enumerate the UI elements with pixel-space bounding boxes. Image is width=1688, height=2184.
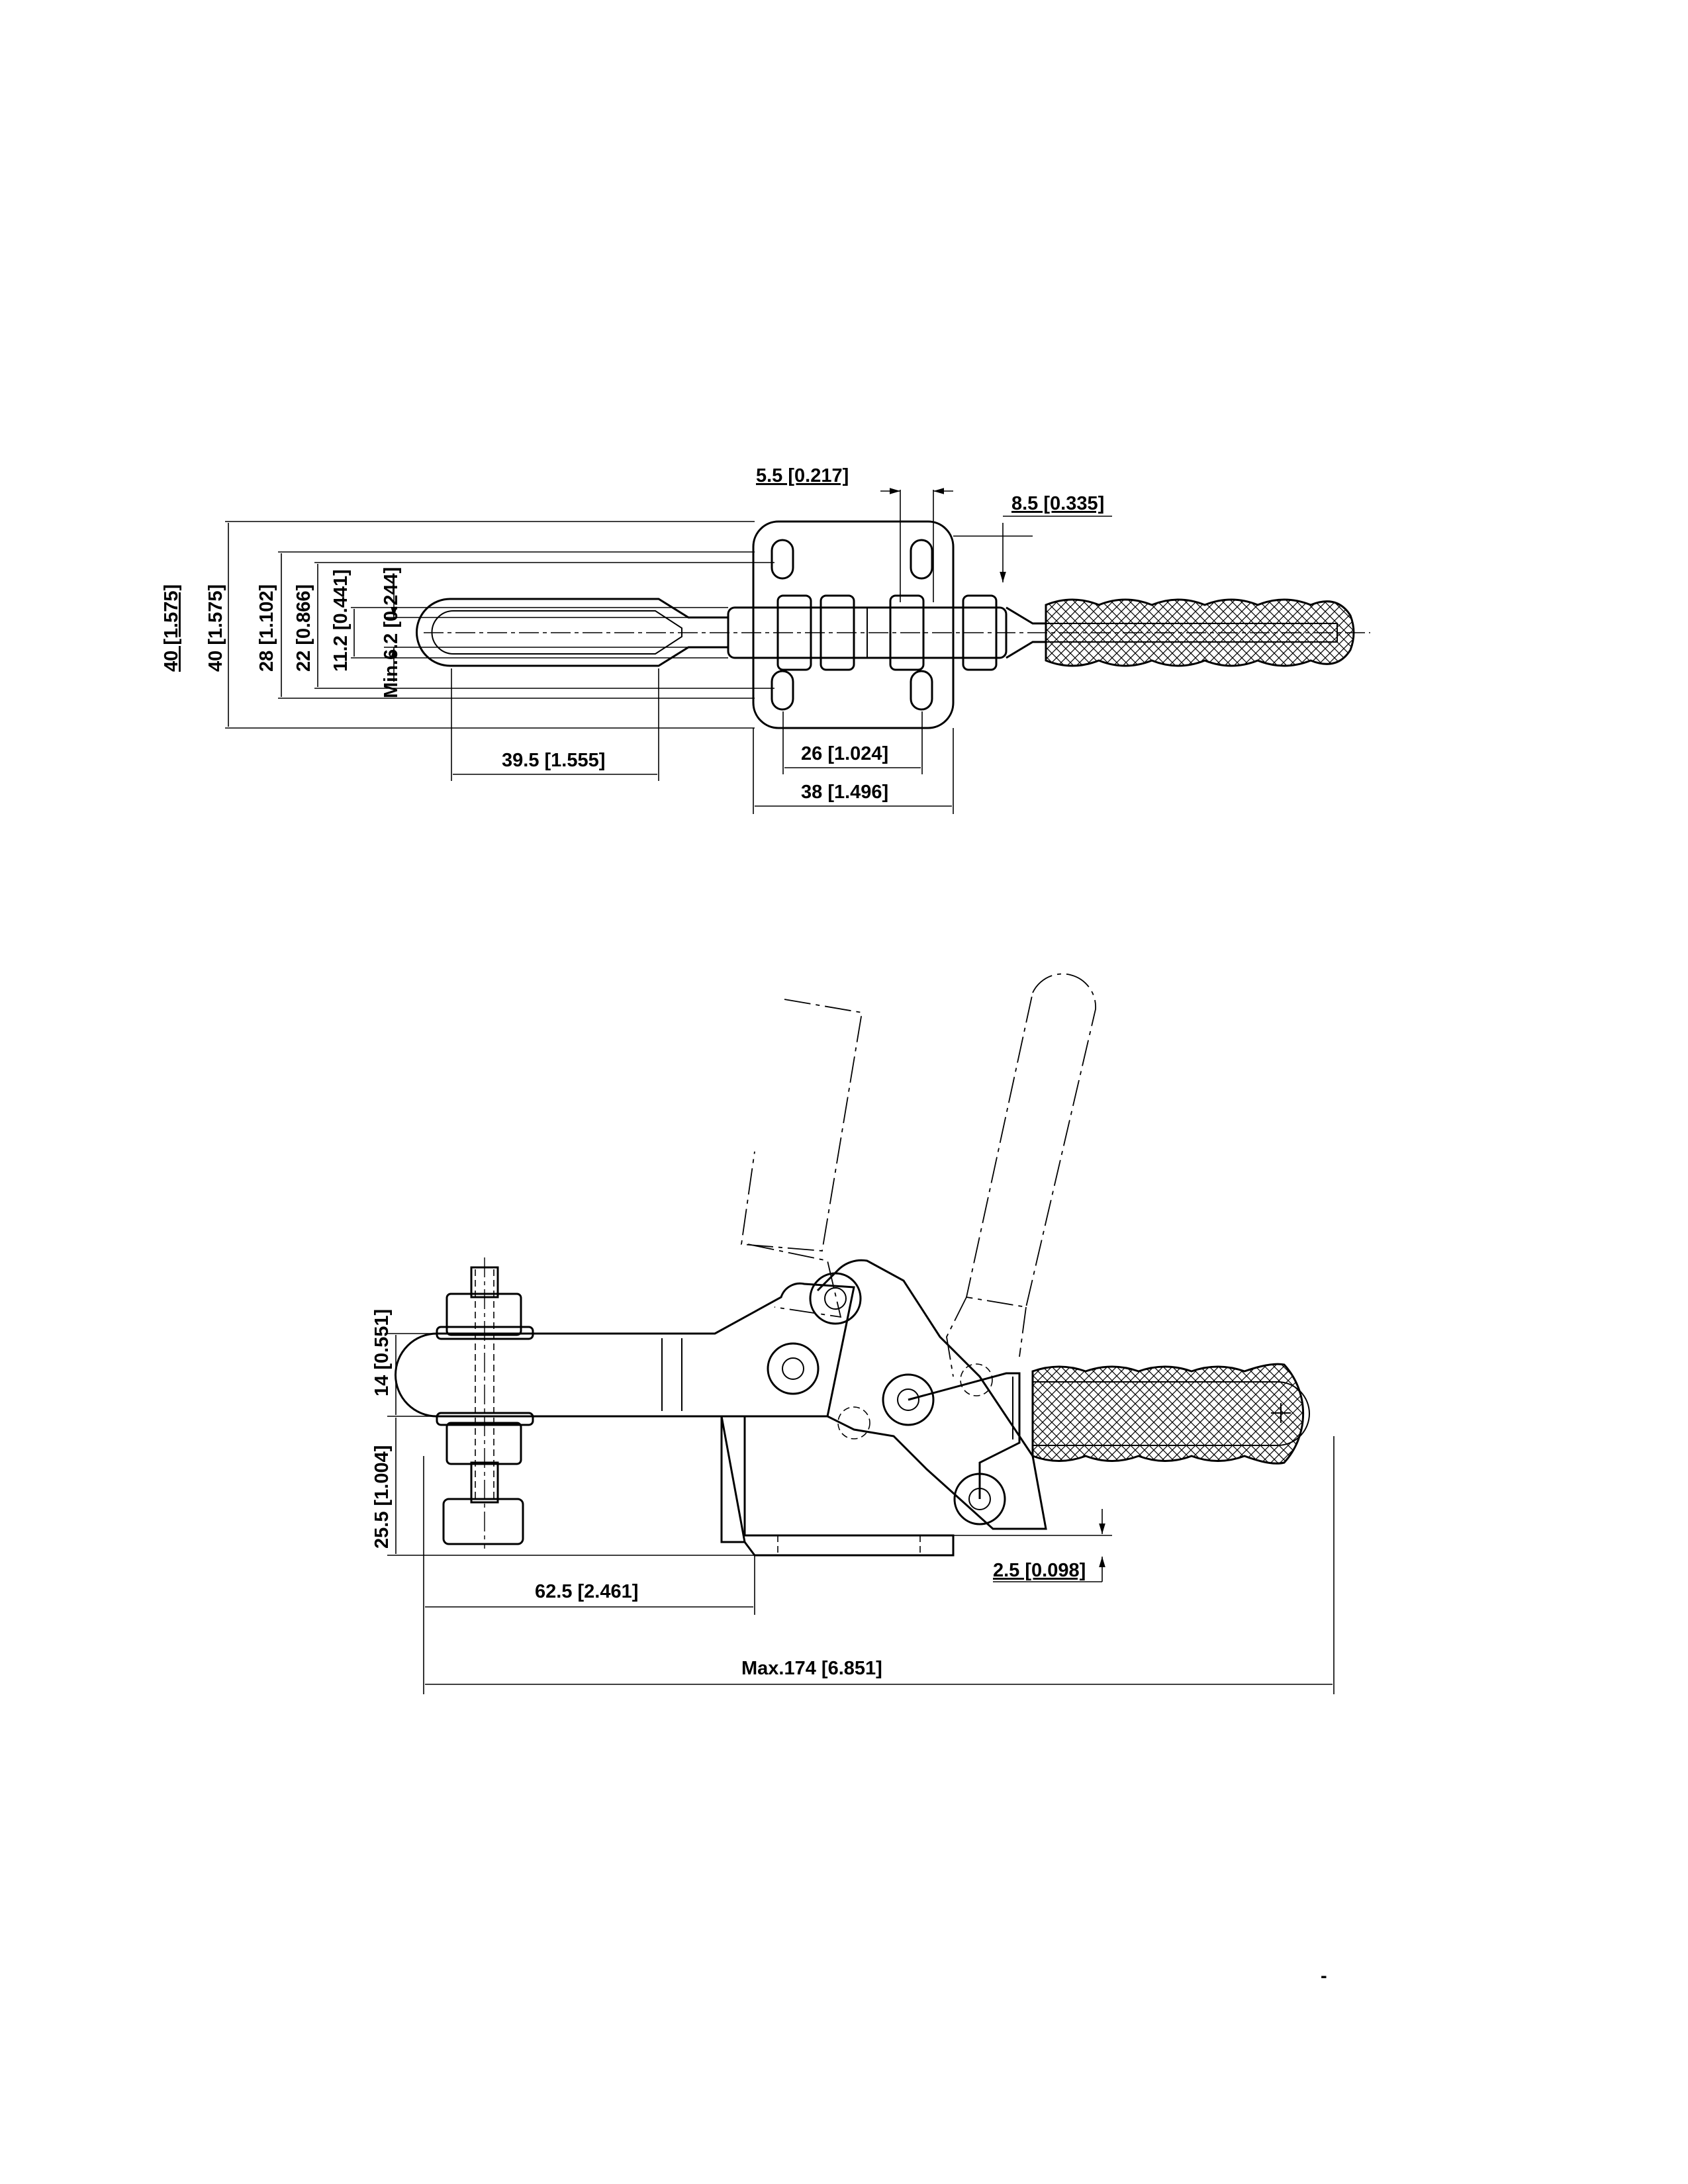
clamp-arm [395, 1282, 855, 1418]
dim-hole-pitch-inner: 22 [0.866] [293, 584, 314, 672]
dim-hole-spacing: 26 [1.024] [801, 743, 888, 764]
top-view: 5.5 [0.217] 8.5 [0.335] 40 [1.575] 40 [1… [161, 465, 1370, 814]
pivot-pins [767, 1272, 1006, 1525]
dim-reach: 62.5 [2.461] [535, 1581, 638, 1602]
spindle-arm [416, 598, 729, 667]
phantom-handles [740, 973, 1096, 1377]
handle-shaft [1006, 606, 1046, 659]
dim-base-height: 25.5 [1.004] [371, 1445, 393, 1549]
dim-hole-pitch-outer: 28 [1.102] [256, 584, 277, 672]
dim-overall-height-a: 40 [1.575] [161, 584, 182, 672]
mounting-slots [771, 539, 933, 711]
base-block [720, 1415, 955, 1557]
dim-overall-height-b: 40 [1.575] [205, 584, 226, 672]
dim-spindle-width: 11.2 [0.441] [330, 569, 352, 672]
dim-base-width: 38 [1.496] [801, 782, 888, 803]
footer-mark: - [1321, 1966, 1327, 1987]
base-plate [752, 520, 955, 729]
spindle-bolt [436, 1257, 534, 1549]
link-plate [816, 1259, 1047, 1530]
dim-slot-offset: 8.5 [0.335] [1011, 493, 1104, 514]
dim-min-gap: Min.6.2 [0.244] [381, 567, 402, 698]
side-view: 14 [0.551] 25.5 [1.004] 62.5 [2.461] 2.5… [371, 973, 1335, 1694]
dim-spindle-length: 39.5 [1.555] [502, 750, 605, 771]
spindle-slot [431, 610, 682, 655]
dim-arm-height: 14 [0.551] [371, 1309, 393, 1396]
dim-slot-width: 5.5 [0.217] [756, 465, 849, 486]
dim-base-offset: 2.5 [0.098] [993, 1560, 1086, 1581]
handle-lever [908, 1372, 1021, 1499]
dim-overall-length: Max.174 [6.851] [741, 1658, 882, 1679]
handle-grip-side [1031, 1363, 1305, 1465]
